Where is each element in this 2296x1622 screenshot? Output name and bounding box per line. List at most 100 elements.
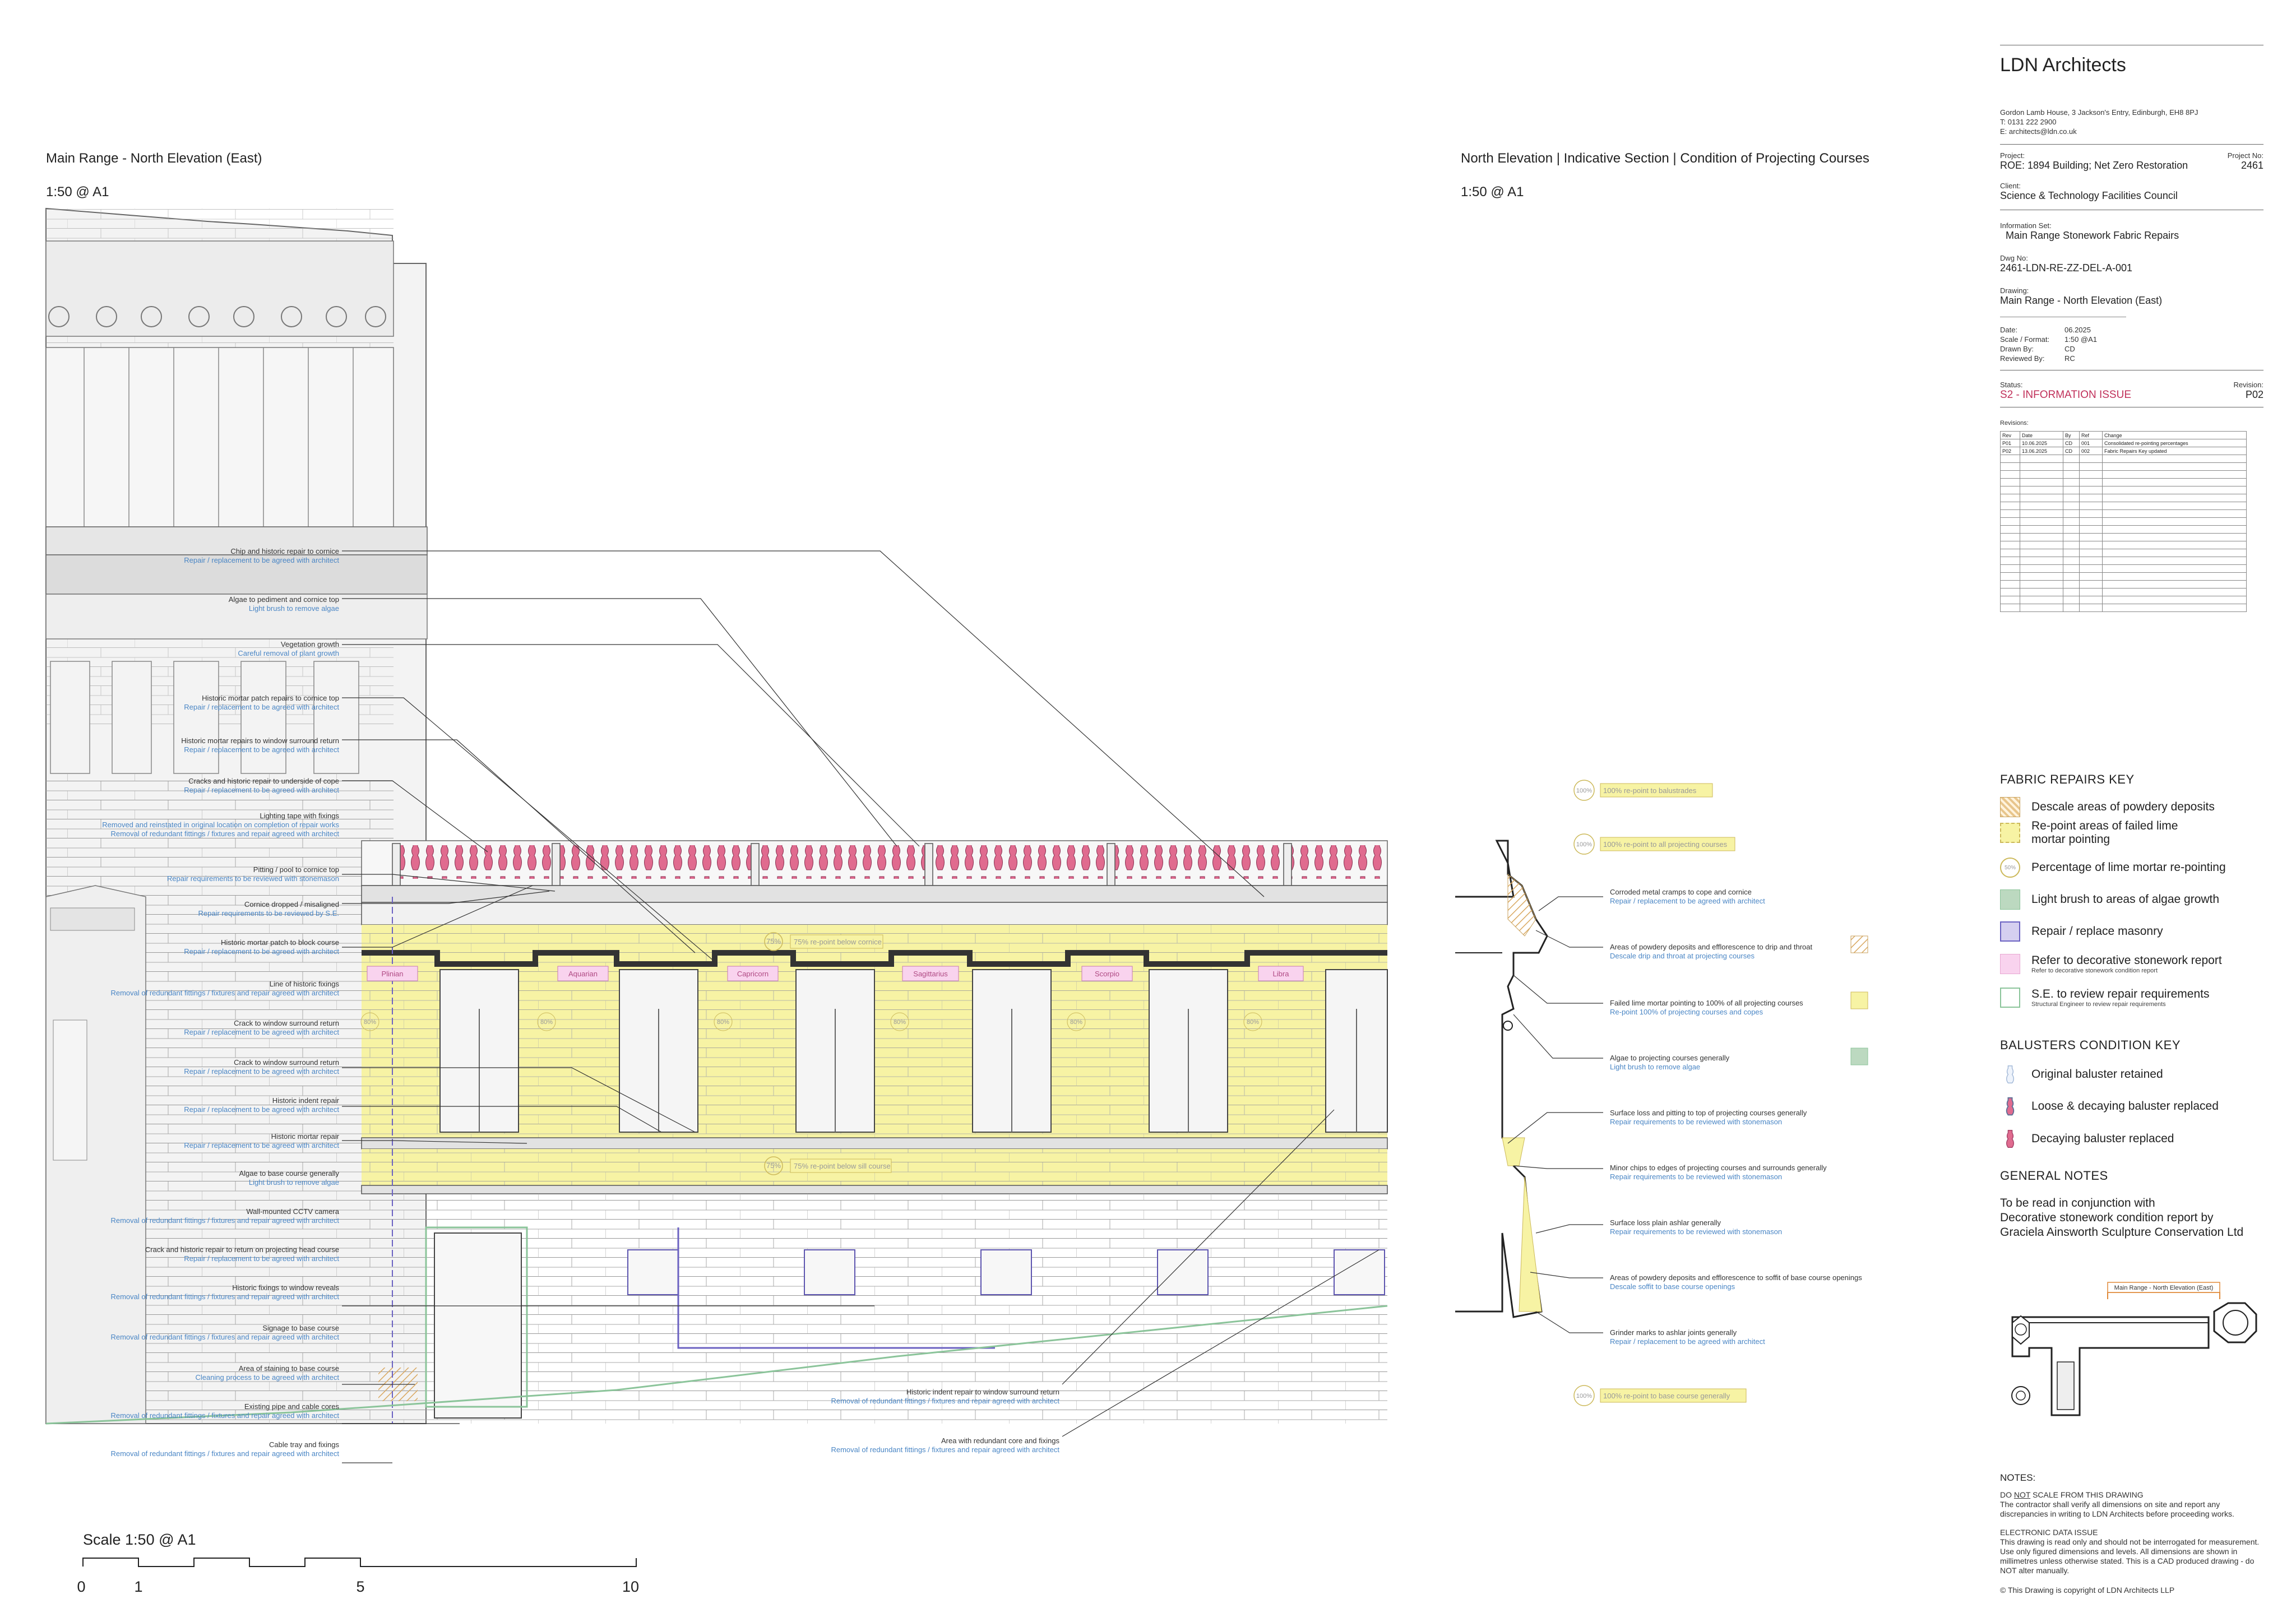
section-callout-8-key: Areas of powdery deposits and effloresce…: [1610, 1273, 1862, 1282]
callout-22-key: Existing pipe and cable cores: [244, 1402, 339, 1411]
callout-8-action: Repair requirements to be reviewed with …: [166, 874, 339, 883]
section-callout-4-key: Algae to projecting courses generally: [1610, 1054, 1730, 1062]
structural-swatch: [2000, 988, 2020, 1008]
rev-col-ref: Ref: [2079, 431, 2103, 439]
table-row: [2000, 564, 2247, 573]
baluster-item-label: Original baluster retained: [2031, 1068, 2163, 1081]
callout-6-action: Repair / replacement to be agreed with a…: [184, 786, 339, 794]
left-view-title-text: Main Range - North Elevation (East): [46, 151, 262, 166]
callout-12-key: Crack to window surround return: [234, 1019, 339, 1027]
callout-14-action: Repair / replacement to be agreed with a…: [184, 1105, 339, 1114]
project-no: 2461: [2241, 160, 2263, 171]
key-item-algae: Light brush to areas of algae growth: [2000, 888, 2219, 911]
dwg-no-block: Dwg No: 2461-LDN-RE-ZZ-DEL-A-001: [2000, 254, 2263, 274]
key-item-descale: Descale areas of powdery deposits: [2000, 796, 2215, 818]
key-item-label: Light brush to areas of algae growth: [2031, 893, 2220, 906]
meta-reviewed: RC: [2064, 354, 2075, 363]
info-set-label: Information Set:: [2000, 221, 2052, 230]
status-label: Status:: [2000, 381, 2023, 389]
callout-9-action: Repair requirements to be reviewed by S.…: [198, 909, 339, 917]
section-callout-1: Corroded metal cramps to cope and cornic…: [1610, 888, 1765, 906]
callout-1-action: Repair / replacement to be agreed with a…: [184, 556, 339, 564]
bay-6-pct: 80%: [1247, 1019, 1259, 1026]
key-item-repoint: Re-point areas of failed lime mortar poi…: [2000, 819, 2194, 846]
right-view-title: North Elevation | Indicative Section | C…: [1461, 133, 1869, 217]
callout-7-key: Lighting tape with fixings: [260, 812, 339, 820]
left-view-title: Main Range - North Elevation (East) 1:50…: [46, 133, 262, 217]
meta-scale: 1:50 @A1: [2064, 335, 2098, 344]
plaque-1: Plinian: [381, 970, 403, 978]
key-item-sub: Structural Engineer to review repair req…: [2031, 1001, 2166, 1008]
callout-4-key: Historic mortar patch repairs to cornice…: [202, 694, 339, 702]
notes-scale-heading: DO NOT SCALE FROM THIS DRAWING: [2000, 1490, 2263, 1500]
callout-16-key: Algae to base course generally: [239, 1169, 339, 1178]
scale-bar-title: Scale 1:50 @ A1: [83, 1531, 196, 1548]
section-callout-1-action: Repair / replacement to be agreed with a…: [1610, 897, 1765, 905]
key-item-label: Repair / replace masonry: [2031, 925, 2163, 938]
section-tag-1-text: 100% re-point to balustrades: [1603, 786, 1697, 795]
callout-18: Crack and historic repair to return on p…: [145, 1245, 339, 1263]
mid-callout-1: Historic indent repair to window surroun…: [785, 1388, 1059, 1406]
callout-7-action-2: Removal of redundant fittings / fixtures…: [110, 829, 339, 838]
general-notes-line: To be read in conjunction with: [2000, 1197, 2155, 1209]
key-plan: Main Range - North Elevation (East): [2011, 1282, 2257, 1416]
callout-8-key: Pitting / pool to cornice top: [253, 865, 339, 874]
main-range-wall: [45, 840, 1388, 1425]
project-row: Project: ROE: 1894 Building; Net Zero Re…: [2000, 151, 2263, 172]
table-row: [2000, 588, 2247, 596]
table-row: [2000, 494, 2247, 502]
plaque-4: Sagittarius: [913, 970, 948, 978]
rev-cell: 13.06.2025: [2020, 447, 2063, 455]
drawing-meta: Date:06.2025 Scale / Format:1:50 @A1 Dra…: [2000, 325, 2263, 363]
section-tag-3-text: 100% re-point to base course generally: [1603, 1392, 1730, 1400]
key-item-decorative: Refer to decorative stonework report Ref…: [2000, 953, 2222, 975]
table-row: [2000, 596, 2247, 604]
callout-15-key: Historic mortar repair: [271, 1132, 339, 1141]
original-baluster-icon: [2006, 1065, 2014, 1083]
section-callout-7-action: Repair requirements to be reviewed with …: [1610, 1227, 1783, 1236]
right-view-scale: 1:50 @ A1: [1461, 184, 1524, 200]
dwg-no-label: Dwg No:: [2000, 254, 2028, 262]
baluster-item-label: Loose & decaying baluster replaced: [2031, 1100, 2219, 1113]
callout-19-key: Historic fixings to window reveals: [232, 1283, 339, 1292]
notes-paragraph-2: This drawing is read only and should not…: [2000, 1537, 2260, 1575]
callout-10-action: Repair / replacement to be agreed with a…: [184, 947, 339, 956]
callout-5: Historic mortar repairs to window surrou…: [181, 736, 339, 754]
scale-label-10: 10: [622, 1578, 639, 1595]
firm-contact: Gordon Lamb House, 3 Jackson's Entry, Ed…: [2000, 108, 2263, 136]
table-row: P01 10.06.2025 CD 001 Consolidated re-po…: [2000, 439, 2247, 447]
revisions-header-row: Rev Date By Ref Change: [2000, 431, 2247, 439]
meta-date: 06.2025: [2064, 326, 2091, 334]
section-callout-2: Areas of powdery deposits and effloresce…: [1610, 943, 1812, 961]
revision-label: Revision:: [2233, 381, 2263, 389]
section-callout-3-action: Re-point 100% of projecting courses and …: [1610, 1008, 1763, 1016]
cornice-pct-text: 75%: [766, 937, 781, 946]
callout-23-key: Cable tray and fixings: [269, 1440, 339, 1449]
key-plan-label: Main Range - North Elevation (East): [2114, 1285, 2214, 1291]
section-callout-6: Minor chips to edges of projecting cours…: [1610, 1164, 1827, 1181]
plaque-3: Capricorn: [737, 970, 769, 978]
title-block: LDN Architects Gordon Lamb House, 3 Jack…: [2000, 45, 2263, 612]
notes-scale-do: DO: [2000, 1490, 2014, 1499]
table-row: [2000, 533, 2247, 541]
pavilion: [45, 207, 428, 1424]
sill-tag-text: 75% re-point below sill course: [794, 1162, 891, 1170]
client-block: Client: Science & Technology Facilities …: [2000, 182, 2263, 202]
section-callout-6-key: Minor chips to edges of projecting cours…: [1610, 1164, 1827, 1172]
callout-20-key: Signage to base course: [262, 1324, 339, 1332]
general-notes-line: Graciela Ainsworth Sculpture Conservatio…: [2000, 1226, 2244, 1239]
table-row: [2000, 502, 2247, 510]
callout-2-key: Algae to pediment and cornice top: [228, 595, 339, 604]
